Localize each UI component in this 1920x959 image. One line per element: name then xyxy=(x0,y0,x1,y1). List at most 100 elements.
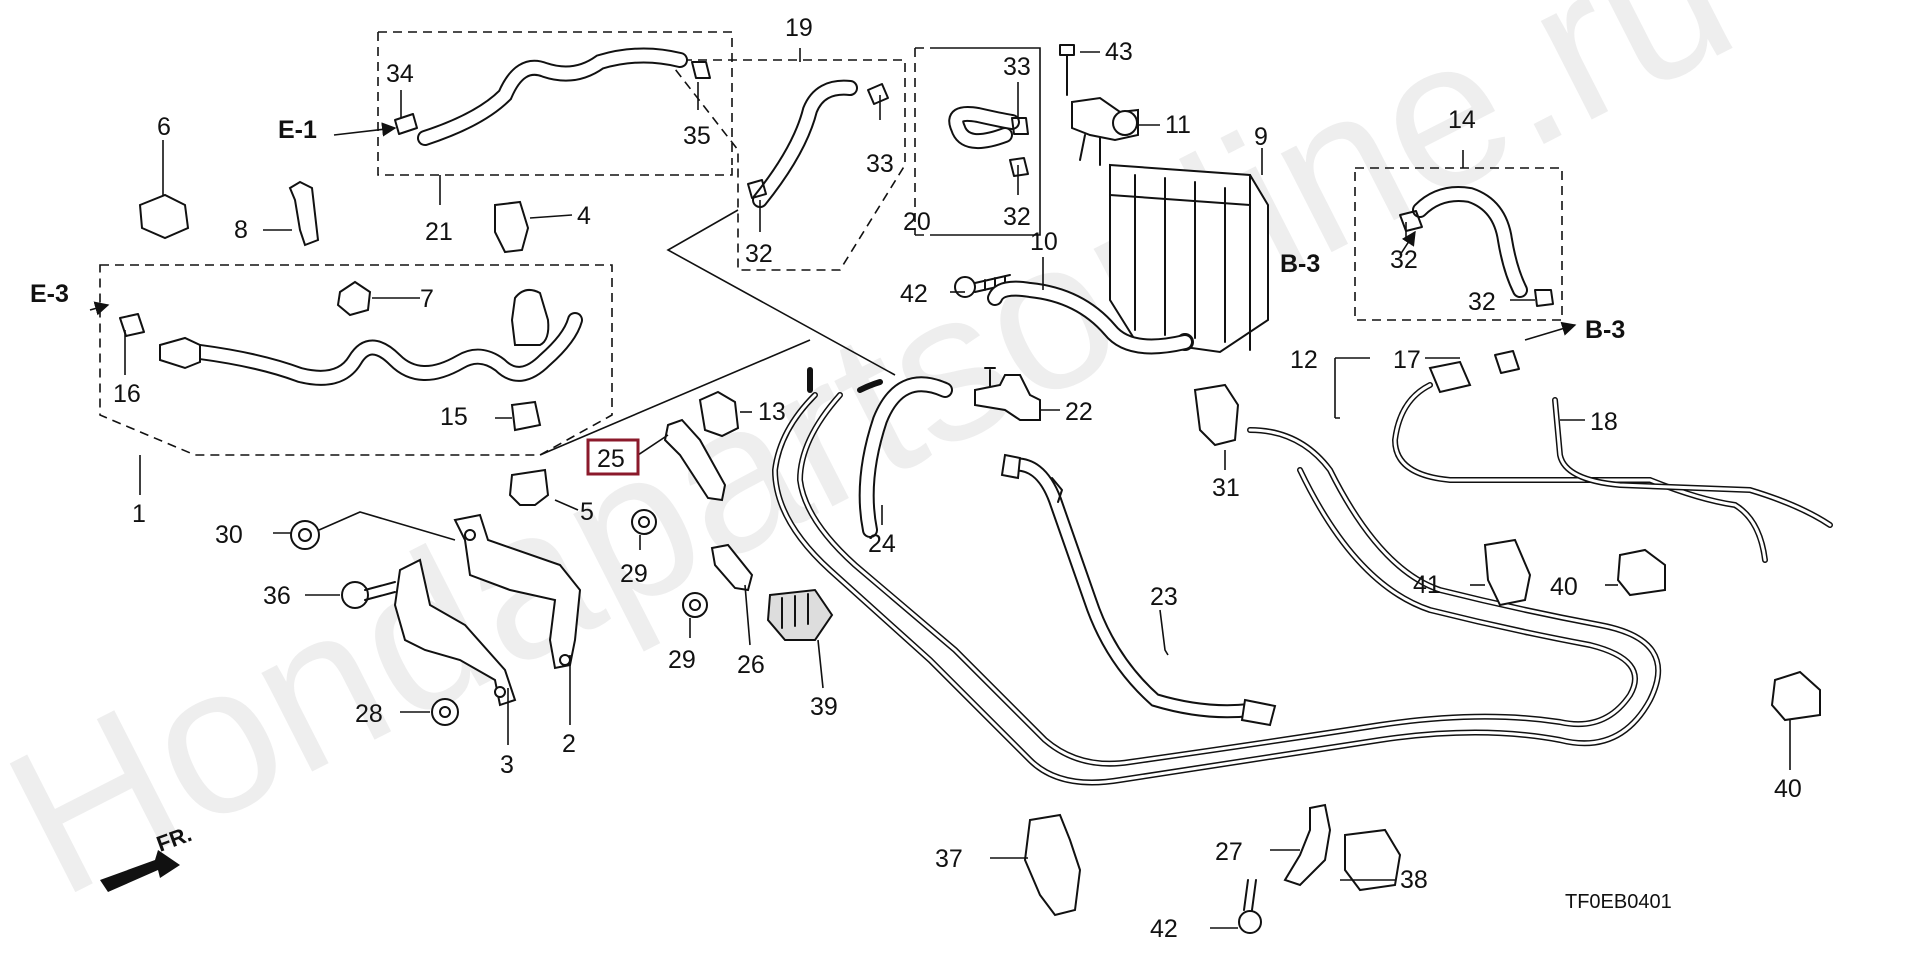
nut-29-a xyxy=(631,509,657,535)
clamp-38 xyxy=(1344,828,1402,892)
clip-15 xyxy=(510,400,542,432)
fuel-lines xyxy=(771,367,1662,786)
clip-5 xyxy=(508,468,550,506)
callout-28: 28 xyxy=(355,700,383,728)
watermark-text: Hondapartsonline.ru xyxy=(0,0,1766,940)
callout-43: 43 xyxy=(1105,38,1133,66)
callout-41: 41 xyxy=(1413,571,1441,599)
clamp-33-b xyxy=(1011,117,1029,135)
callout-22: 22 xyxy=(1065,398,1093,426)
bracket-37 xyxy=(1023,813,1082,917)
ref-b3-right: B-3 xyxy=(1585,316,1625,344)
callout-32-d: 32 xyxy=(1468,288,1496,316)
connector-16 xyxy=(159,336,201,370)
clip-16 xyxy=(119,313,145,337)
callout-35: 35 xyxy=(683,122,711,150)
clip-17 xyxy=(1494,350,1520,374)
ref-e1: E-1 xyxy=(278,116,317,144)
nut-28 xyxy=(431,698,459,726)
joint-22 xyxy=(974,367,1041,421)
callout-26: 26 xyxy=(737,651,765,679)
bracket-27 xyxy=(1283,803,1332,887)
callout-3: 3 xyxy=(500,751,514,779)
clip-26 xyxy=(710,543,754,592)
callout-31: 31 xyxy=(1212,474,1240,502)
clamp-32-d xyxy=(1534,289,1554,307)
callout-19: 19 xyxy=(785,14,813,42)
callout-9: 9 xyxy=(1254,123,1268,151)
callout-2: 2 xyxy=(562,730,576,758)
ref-e3: E-3 xyxy=(30,280,69,308)
callout-6: 6 xyxy=(157,113,171,141)
callout-10: 10 xyxy=(1030,228,1058,256)
stay-25 xyxy=(663,418,727,502)
callout-32-b: 32 xyxy=(1003,203,1031,231)
callout-40-a: 40 xyxy=(1550,573,1578,601)
callout-5: 5 xyxy=(580,498,594,526)
callout-27: 27 xyxy=(1215,838,1243,866)
callout-29-b: 29 xyxy=(668,646,696,674)
group-box-21 xyxy=(377,31,733,176)
bolt-42-lower xyxy=(1238,879,1262,934)
clamp-34 xyxy=(394,113,418,135)
clamp-32-c xyxy=(1399,210,1423,232)
callout-17: 17 xyxy=(1393,346,1421,374)
clamp-40-b xyxy=(1770,670,1821,722)
callout-18: 18 xyxy=(1590,408,1618,436)
bolt-36 xyxy=(341,581,396,609)
bracket-41 xyxy=(1483,538,1532,607)
callout-32-a: 32 xyxy=(745,240,773,268)
nut-30 xyxy=(290,520,320,550)
guide-line-1 xyxy=(539,339,811,456)
line-12 xyxy=(1391,382,1768,563)
valve-11 xyxy=(1071,96,1139,166)
clamp-32-a xyxy=(747,179,767,199)
callout-40-b: 40 xyxy=(1774,775,1802,803)
clamp-40-a xyxy=(1616,548,1666,597)
callout-14: 14 xyxy=(1448,106,1476,134)
highlight-box-25: 25 xyxy=(586,438,640,476)
callouts: 34 35 21 19 33 33 32 32 20 43 11 9 14 32… xyxy=(30,14,1802,943)
callout-12: 12 xyxy=(1290,346,1318,374)
callout-33-a: 33 xyxy=(1003,53,1031,81)
group-box-20-inner xyxy=(914,47,935,236)
callout-34: 34 xyxy=(386,60,414,88)
elbow-fitting xyxy=(510,288,550,346)
callout-38: 38 xyxy=(1400,866,1428,894)
callout-30: 30 xyxy=(215,521,243,549)
callout-24: 24 xyxy=(868,530,896,558)
connector-17 xyxy=(1428,360,1472,394)
callout-21: 21 xyxy=(425,218,453,246)
group-box-1 xyxy=(99,264,613,456)
callout-7: 7 xyxy=(420,285,434,313)
clip-31 xyxy=(1193,383,1240,447)
clamp-32-b xyxy=(1009,157,1029,177)
callout-1: 1 xyxy=(132,500,146,528)
clamp-7 xyxy=(336,280,372,317)
clip-4 xyxy=(494,200,530,254)
clip-6 xyxy=(138,193,190,240)
grommet-13 xyxy=(698,390,740,438)
ref-b3-left: B-3 xyxy=(1280,250,1320,278)
callout-16: 16 xyxy=(113,380,141,408)
nut-29-b xyxy=(682,592,708,618)
pipe-23 xyxy=(1000,453,1277,727)
callout-36: 36 xyxy=(263,582,291,610)
callout-15: 15 xyxy=(440,403,468,431)
callout-23: 23 xyxy=(1150,583,1178,611)
group-box-14 xyxy=(1354,167,1563,321)
callout-11: 11 xyxy=(1165,111,1191,139)
guide-line-19 xyxy=(666,209,896,376)
callout-32-c: 32 xyxy=(1390,246,1418,274)
group-box-20 xyxy=(935,47,1041,236)
callout-42-b: 42 xyxy=(1150,915,1178,943)
leader-lines xyxy=(89,48,1791,929)
canister-9 xyxy=(1109,163,1269,354)
callout-37: 37 xyxy=(935,845,963,873)
callout-42-a: 42 xyxy=(900,280,928,308)
callout-13: 13 xyxy=(758,398,786,426)
drawing-code: TF0EB0401 xyxy=(1565,891,1672,913)
clip-8 xyxy=(288,180,320,247)
callout-20: 20 xyxy=(903,208,931,236)
callout-8: 8 xyxy=(234,216,248,244)
